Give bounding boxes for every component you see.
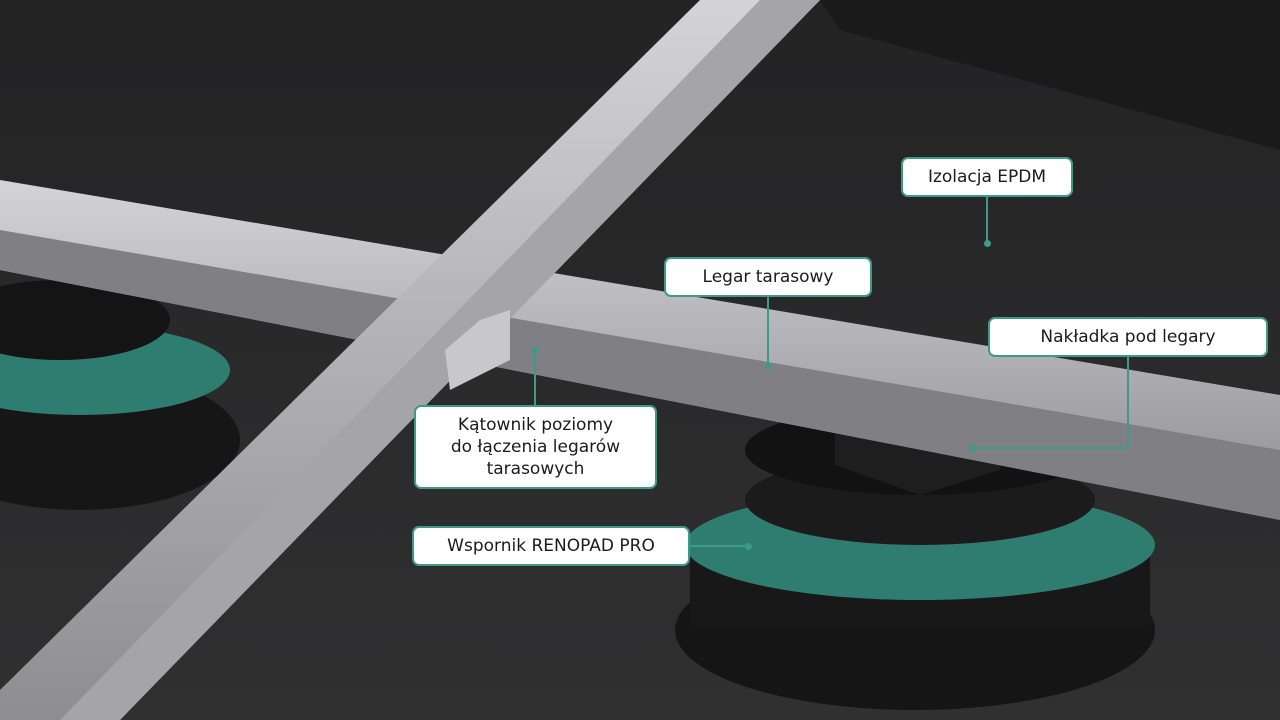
label-text: tarasowych	[486, 459, 585, 479]
leader-line	[534, 350, 536, 405]
pedestal-left	[0, 280, 240, 510]
label-angle-bracket: Kątownik poziomy do łączenia legarów tar…	[414, 405, 657, 489]
leader-line	[1127, 357, 1129, 449]
label-text: Wspornik RENOPAD PRO	[447, 536, 655, 556]
leader-dot	[969, 445, 976, 452]
angle-bracket	[445, 310, 510, 390]
joist-horizontal-side	[0, 230, 1280, 520]
label-text: Izolacja EPDM	[927, 167, 1047, 187]
label-terrace-joist: Legar tarasowy	[664, 257, 872, 297]
label-epdm-insulation: Izolacja EPDM	[901, 157, 1073, 197]
label-text: Legar tarasowy	[702, 267, 834, 287]
leader-line	[690, 545, 748, 547]
leader-line	[972, 447, 1129, 449]
label-joist-cap: Nakładka pod legary	[988, 317, 1268, 357]
pedestal-renopad-pro	[675, 405, 1155, 710]
label-text: Nakładka pod legary	[1040, 327, 1216, 347]
leader-dot	[984, 240, 991, 247]
label-text: Kątownik poziomy	[457, 415, 614, 435]
leader-line	[767, 297, 769, 366]
joist-diagonal-side	[60, 0, 820, 720]
label-pedestal: Wspornik RENOPAD PRO	[412, 526, 690, 566]
label-text: do łączenia legarów	[450, 437, 621, 457]
membrane-edge	[820, 0, 1280, 150]
leader-dot	[532, 347, 539, 354]
leader-line	[986, 197, 988, 243]
leader-dot	[745, 543, 752, 550]
leader-dot	[765, 363, 772, 370]
